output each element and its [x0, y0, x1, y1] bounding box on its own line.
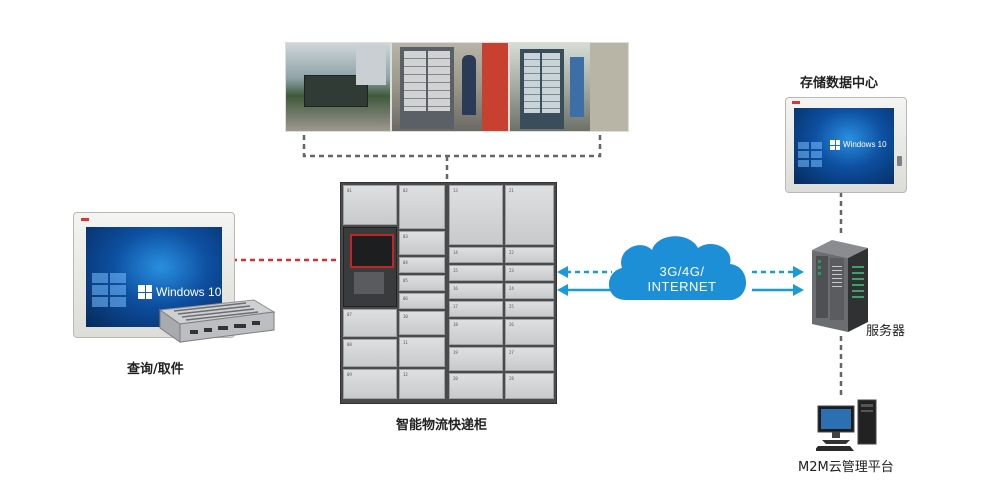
desktop-computer-icon: [814, 398, 880, 452]
arrow-right-upper: [793, 266, 804, 278]
network-line-1: 3G/4G/: [659, 264, 705, 279]
start-tiles: [92, 273, 126, 307]
storage-center-label: 存储数据中心: [800, 76, 879, 91]
network-cloud-text: 3G/4G/ INTERNET: [612, 264, 752, 294]
left-monitor-os-text: Windows 10: [156, 285, 222, 299]
brand-mark: [81, 218, 89, 221]
installation-photo-outdoor: [285, 42, 391, 132]
brand-mark-right: [792, 101, 800, 104]
server-label: 服务器: [866, 324, 906, 339]
windows-logo-icon-right: [830, 140, 840, 150]
cloud-platform-label: M2M云管理平台: [798, 460, 894, 475]
query-pickup-label: 查询/取件: [127, 362, 184, 377]
locker-label: 智能物流快递柜: [396, 418, 488, 433]
locker-keypad: [354, 272, 384, 294]
right-monitor-screen: Windows 10: [794, 108, 894, 184]
installation-photo-station: [509, 42, 629, 132]
right-monitor-os-text: Windows 10: [843, 140, 887, 149]
network-line-2: INTERNET: [647, 279, 717, 294]
storage-monitor-icon: Windows 10: [785, 97, 907, 193]
arrow-left-lower: [557, 284, 568, 296]
arrow-right-lower: [793, 284, 804, 296]
locker-terminal: [343, 227, 397, 307]
side-button: [897, 156, 902, 166]
installation-photo-indoor: [391, 42, 509, 132]
network-cloud-icon: [608, 236, 747, 300]
photos-bracket-line: [302, 135, 602, 158]
windows-logo-icon: [138, 285, 152, 299]
parcel-locker-icon: 01 07 08 09 02 03 04 05 06 10 11 12 13 1…: [340, 182, 557, 404]
arrow-left-upper: [557, 266, 568, 278]
start-tiles-right: [798, 142, 822, 167]
industrial-server-icon: [808, 236, 872, 334]
locker-touchscreen: [350, 234, 394, 268]
embedded-box-pc-icon: [150, 290, 278, 344]
